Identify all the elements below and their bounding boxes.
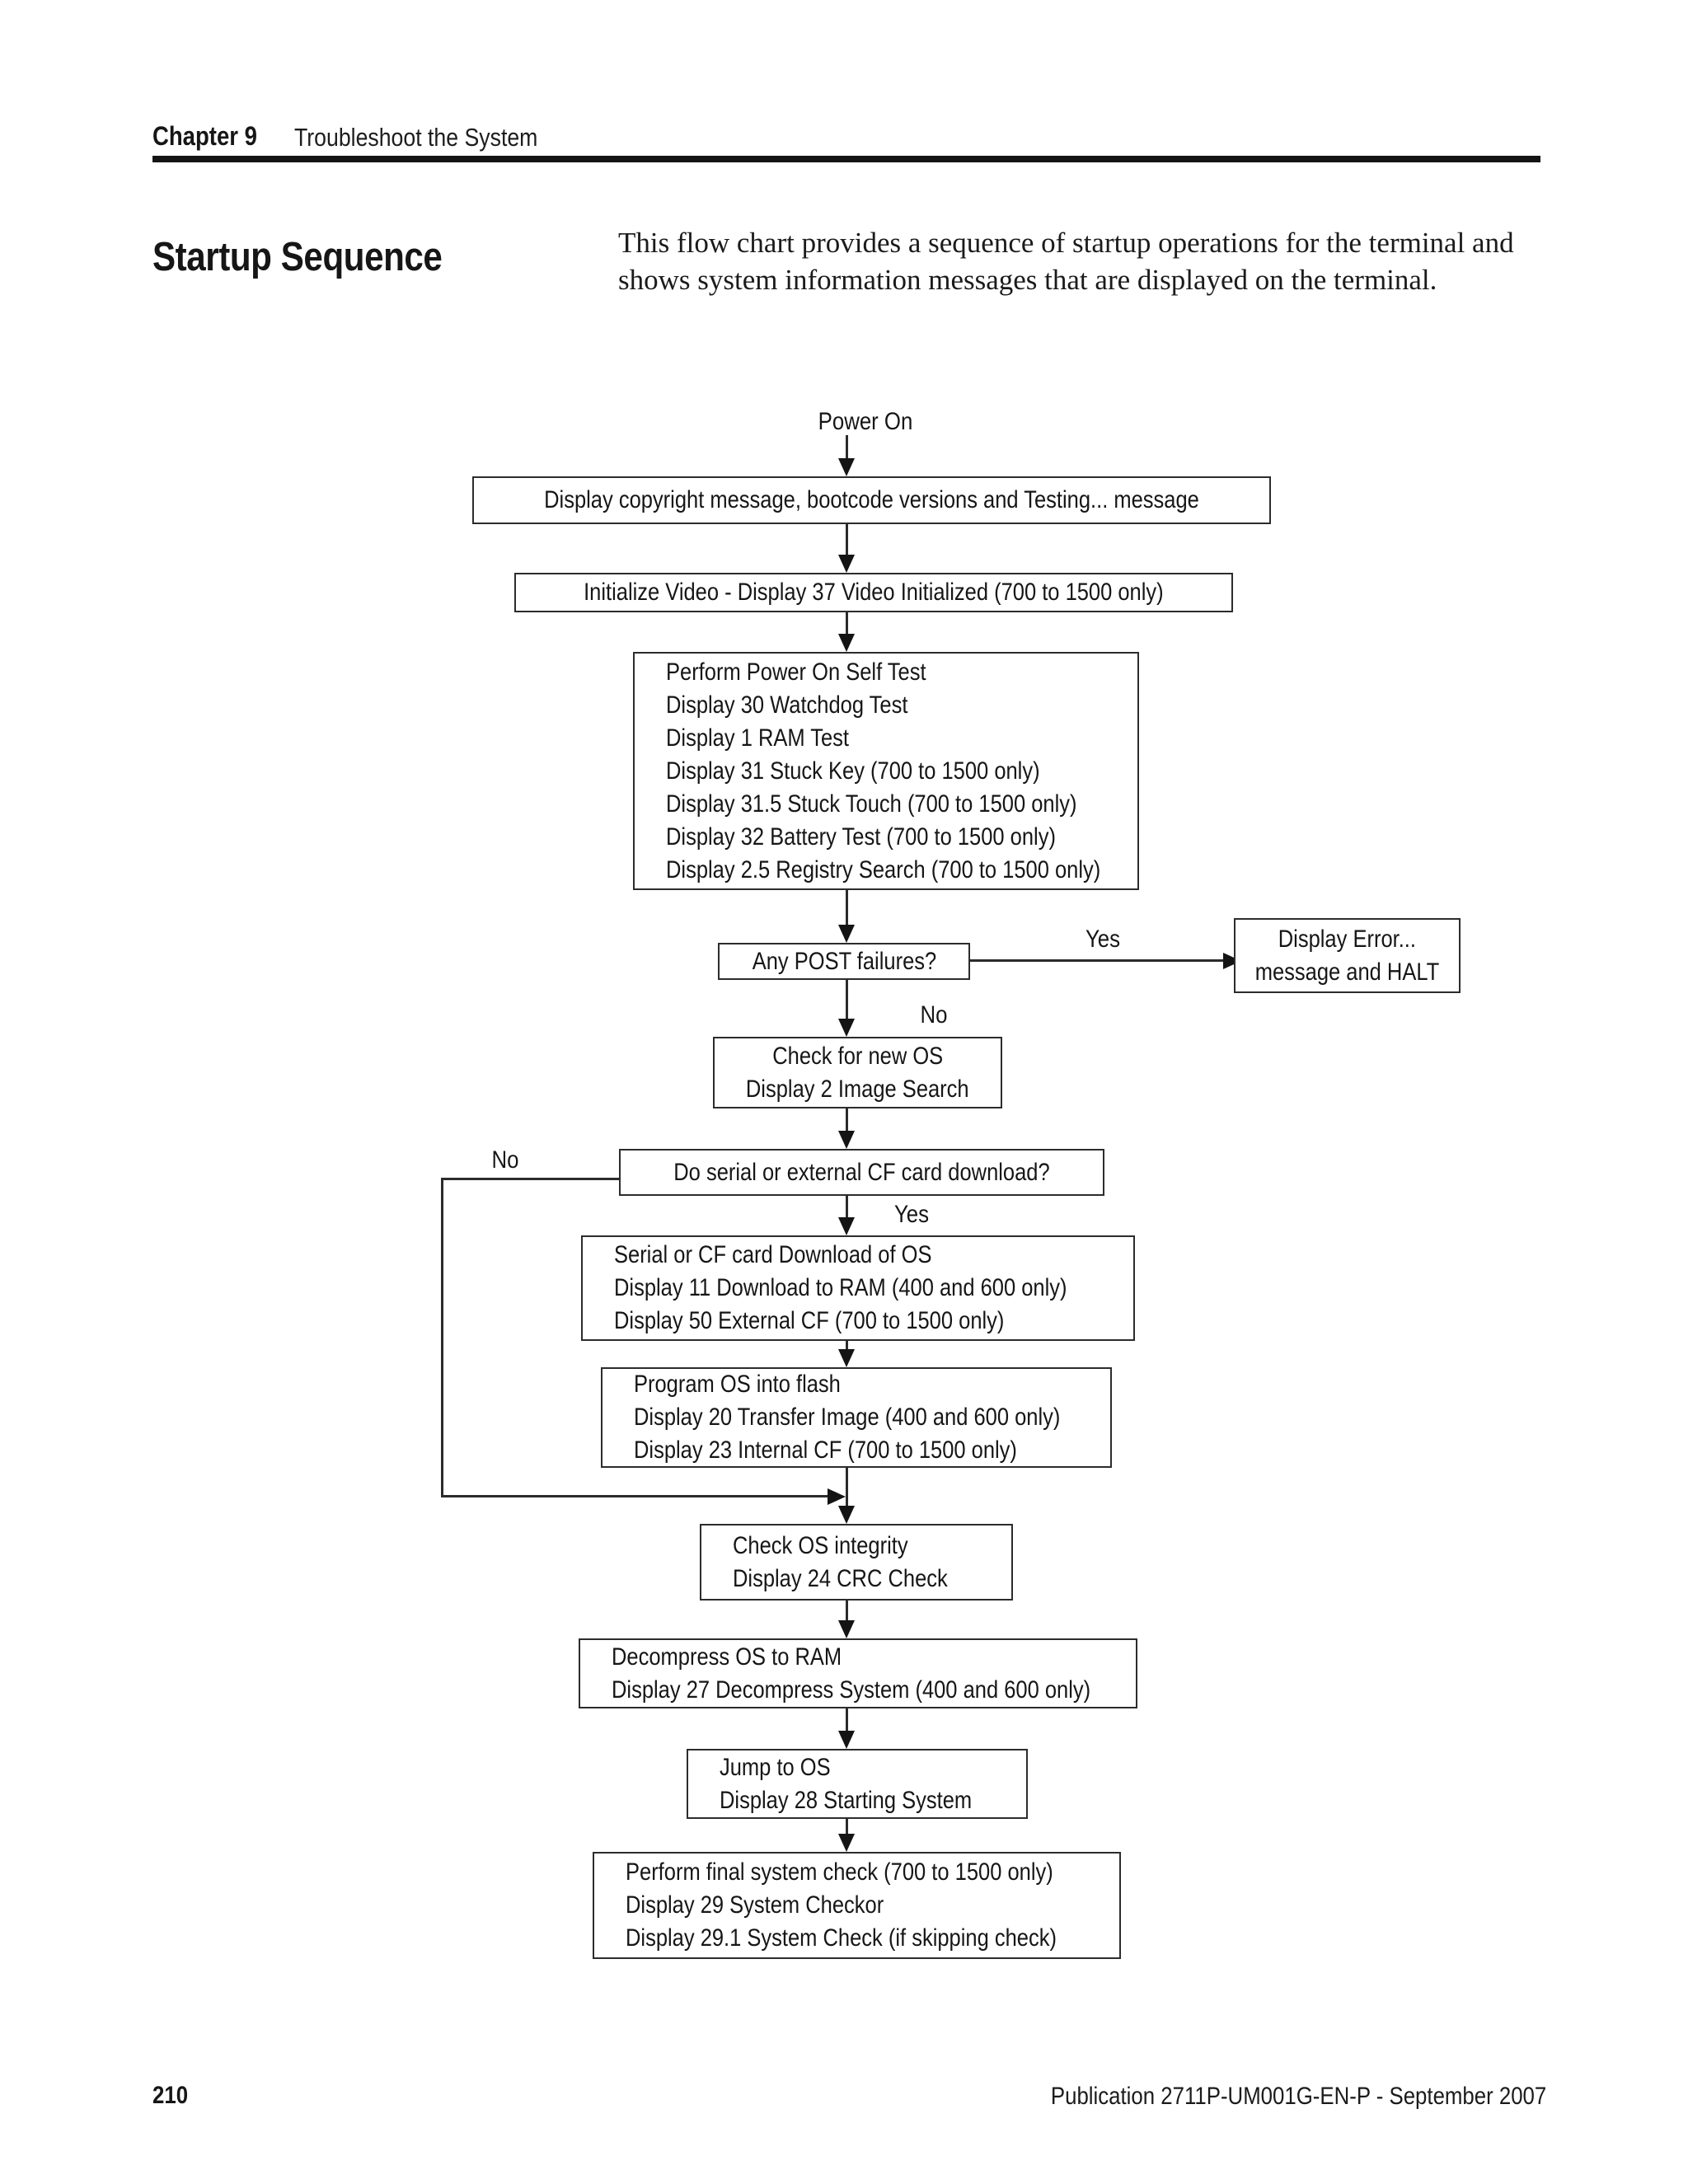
arrowhead-decompress-to-jump [838, 1731, 855, 1749]
arrowhead-serial-no-merge [828, 1488, 846, 1505]
flowchart-start-label: Power On [818, 408, 913, 435]
flowchart-text-line: Any POST failures? [752, 947, 936, 975]
flowchart-text-line: Display 31.5 Stuck Touch (700 to 1500 on… [666, 790, 1077, 818]
flowchart-text-line: Display 20 Transfer Image (400 and 600 o… [634, 1404, 1061, 1431]
flowchart-text-line: Serial or CF card Download of OS [614, 1241, 932, 1268]
flowchart-node-any-post-failures: Any POST failures? [718, 943, 970, 980]
branch-label-post-yes: Yes [1085, 926, 1121, 953]
connector-integrity-to-decompress [846, 1601, 848, 1620]
publication-footer: Publication 2711P-UM001G-EN-P - Septembe… [1050, 2083, 1546, 2110]
branch-label-post-no: No [920, 1001, 948, 1029]
section-title: Startup Sequence [152, 235, 443, 279]
flowchart-text-line: Program OS into flash [634, 1371, 841, 1398]
connector-start-to-copyright [846, 435, 848, 458]
connector-checkos-to-question [846, 1108, 848, 1131]
flowchart-text-line: Do serial or external CF card download? [673, 1158, 1050, 1186]
flowchart-node-final-check: Perform final system check (700 to 1500 … [593, 1852, 1121, 1959]
flowchart-text-line: Display Error... [1278, 925, 1417, 953]
connector-download-to-program [846, 1341, 848, 1349]
flowchart-node-display-error-halt: Display Error... message and HALT [1234, 918, 1461, 993]
connector-post-to-failures [846, 890, 848, 925]
flowchart-text-line: Display 2.5 Registry Search (700 to 1500… [666, 855, 1101, 883]
flowchart-node-decompress-os: Decompress OS to RAM Display 27 Decompres… [579, 1638, 1137, 1708]
flowchart-text-line: Display 32 Battery Test (700 to 1500 onl… [666, 823, 1056, 851]
flowchart-text-line: Decompress OS to RAM [612, 1643, 842, 1671]
arrowhead-program-to-integrity [838, 1506, 855, 1524]
flowchart-text-line: Display 29.1 System Check (if skipping c… [626, 1924, 1057, 1952]
page-number: 210 [152, 2082, 189, 2109]
flowchart-text-line: Perform final system check (700 to 1500 … [626, 1858, 1053, 1886]
arrowhead-serial-yes [838, 1217, 855, 1235]
flowchart-node-serial-cf-question: Do serial or external CF card download? [619, 1149, 1104, 1196]
flowchart-text-line: Display 30 Watchdog Test [666, 691, 908, 719]
flowchart-text-line: Display 24 CRC Check [733, 1564, 948, 1592]
connector-serial-no-merge [441, 1495, 828, 1497]
flowchart-text-line: Display 29 System Checkor [626, 1891, 884, 1919]
arrowhead-start-to-copyright [838, 458, 855, 476]
chapter-label: Chapter 9 [152, 121, 257, 151]
flowchart-node-check-new-os: Check for new OS Display 2 Image Search [713, 1037, 1002, 1108]
branch-label-serial-yes: Yes [893, 1201, 930, 1228]
connector-failures-no [846, 980, 848, 1019]
flowchart-text-line: Check OS integrity [733, 1531, 908, 1559]
connector-serial-no-vertical [441, 1178, 443, 1497]
flowchart-text-line: Display 2 Image Search [746, 1075, 969, 1103]
flowchart-text-line: Check for new OS [772, 1042, 943, 1070]
connector-initvideo-to-post [846, 612, 848, 634]
flowchart-text-line: Display 11 Download to RAM (400 and 600 … [614, 1274, 1067, 1301]
connector-serial-yes [846, 1196, 848, 1217]
flowchart-text-line: Jump to OS [720, 1753, 831, 1781]
flowchart-text-line: Initialize Video - Display 37 Video Init… [584, 579, 1164, 606]
connector-jump-to-final [846, 1819, 848, 1834]
flowchart-text-line: Perform Power On Self Test [666, 658, 926, 686]
arrowhead-copyright-to-initvideo [838, 555, 855, 573]
flowchart-text-line: Display 27 Decompress System (400 and 60… [612, 1675, 1091, 1704]
flowchart-node-jump-to-os: Jump to OS Display 28 Starting System [687, 1749, 1028, 1819]
flowchart-node-initialize-video: Initialize Video - Display 37 Video Init… [514, 573, 1233, 612]
arrowhead-jump-to-final [838, 1834, 855, 1852]
arrowhead-integrity-to-decompress [838, 1620, 855, 1638]
header-rule [152, 156, 1540, 162]
arrowhead-post-to-failures [838, 925, 855, 943]
branch-label-serial-no: No [491, 1146, 519, 1174]
chapter-section-title: Troubleshoot the System [294, 123, 538, 152]
flowchart-text-line: Display 31 Stuck Key (700 to 1500 only) [666, 757, 1040, 785]
flowchart-text-line: Display 1 RAM Test [666, 724, 850, 752]
arrowhead-initvideo-to-post [838, 634, 855, 652]
connector-serial-no-horizontal [441, 1178, 621, 1180]
flowchart-text-line: message and HALT [1254, 958, 1440, 986]
connector-copyright-to-initvideo [846, 524, 848, 555]
connector-program-to-integrity [846, 1468, 848, 1506]
flowchart-node-serial-download: Serial or CF card Download of OS Display … [581, 1235, 1135, 1341]
flowchart-text-line: Display 23 Internal CF (700 to 1500 only… [634, 1436, 1017, 1464]
arrowhead-download-to-program [838, 1349, 855, 1367]
flowchart-text-line: Display 50 External CF (700 to 1500 only… [614, 1307, 1005, 1334]
arrowhead-failures-no [838, 1019, 855, 1037]
arrowhead-checkos-to-question [838, 1131, 855, 1149]
connector-decompress-to-jump [846, 1708, 848, 1731]
intro-paragraph: This flow chart provides a sequence of s… [618, 227, 1514, 296]
flowchart-node-copyright-message: Display copyright message, bootcode vers… [472, 476, 1271, 524]
flowchart-text-line: Display 28 Starting System [720, 1786, 973, 1814]
flowchart-text-line: Display copyright message, bootcode vers… [544, 486, 1199, 513]
connector-failures-yes [970, 959, 1223, 962]
